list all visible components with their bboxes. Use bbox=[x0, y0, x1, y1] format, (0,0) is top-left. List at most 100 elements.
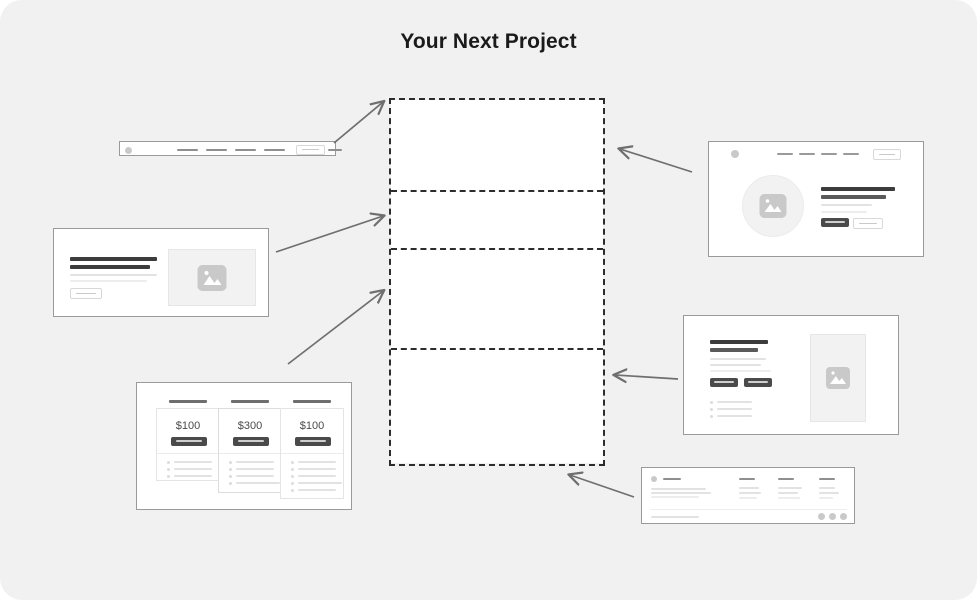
arrow-pricing-to-container bbox=[287, 291, 383, 365]
pricing-feature-bullet bbox=[291, 475, 294, 478]
footer-text-line bbox=[651, 496, 699, 498]
footer-link[interactable] bbox=[819, 497, 833, 499]
component-drop-area[interactable] bbox=[389, 98, 605, 466]
pricing-feature-line bbox=[236, 482, 280, 484]
footer-link[interactable] bbox=[819, 487, 835, 489]
page-title: Your Next Project bbox=[400, 30, 577, 53]
drop-slot-1[interactable] bbox=[391, 100, 603, 192]
footer-link[interactable] bbox=[739, 497, 757, 499]
layout-heading-line bbox=[821, 187, 895, 191]
footer-text-line bbox=[651, 492, 711, 494]
pricing-feature-line bbox=[174, 468, 212, 470]
feature-bullet bbox=[710, 415, 713, 418]
pricing-feature-line bbox=[298, 482, 342, 484]
layout-circular-image bbox=[742, 175, 804, 237]
arrow-navbar-to-container bbox=[333, 102, 383, 144]
pricing-feature-bullet bbox=[229, 461, 232, 464]
feature-image-placeholder bbox=[810, 334, 866, 422]
image-icon bbox=[197, 264, 227, 291]
feature-heading-line bbox=[710, 348, 758, 352]
navbar-menu-item[interactable] bbox=[264, 148, 285, 151]
pricing-tier-button[interactable] bbox=[295, 437, 331, 446]
pricing-tier-price: $300 bbox=[237, 420, 263, 432]
hero-heading-line bbox=[70, 257, 157, 261]
footer-column-heading bbox=[739, 478, 755, 480]
footer-link[interactable] bbox=[739, 492, 761, 494]
hero-cta-button[interactable] bbox=[70, 288, 102, 299]
feature-bullet-line bbox=[717, 401, 752, 403]
footer-social-icon[interactable] bbox=[840, 513, 847, 520]
footer-text-line bbox=[651, 488, 706, 490]
feature-paragraph-line bbox=[710, 364, 761, 366]
hero-paragraph-line bbox=[70, 274, 157, 276]
feature-heading-line bbox=[710, 340, 768, 344]
footer-divider bbox=[651, 509, 847, 510]
page-layout-component[interactable] bbox=[708, 141, 924, 257]
feature-hero-component[interactable] bbox=[683, 315, 899, 435]
pricing-feature-bullet bbox=[167, 468, 170, 471]
footer-link[interactable] bbox=[739, 487, 759, 489]
drop-slot-4[interactable] bbox=[391, 350, 603, 463]
footer-link[interactable] bbox=[819, 492, 839, 494]
pricing-divider bbox=[281, 453, 343, 454]
feature-primary-button[interactable] bbox=[710, 378, 738, 387]
pricing-tier-card-featured[interactable]: $300 bbox=[218, 408, 282, 493]
pricing-feature-line bbox=[236, 461, 274, 463]
hero-paragraph-line bbox=[70, 280, 147, 282]
layout-menu-item[interactable] bbox=[843, 153, 859, 155]
pricing-feature-line bbox=[298, 468, 336, 470]
pricing-feature-bullet bbox=[291, 461, 294, 464]
pricing-feature-line bbox=[298, 489, 336, 491]
layout-logo-icon bbox=[731, 150, 739, 158]
arrow-footer-to-container bbox=[570, 475, 635, 498]
navbar-component[interactable] bbox=[119, 141, 342, 156]
layout-primary-button[interactable] bbox=[821, 218, 849, 227]
footer-link[interactable] bbox=[778, 492, 798, 494]
pricing-tier-card[interactable]: $100 bbox=[156, 408, 220, 481]
pricing-feature-bullet bbox=[291, 468, 294, 471]
pricing-tier-button[interactable] bbox=[171, 437, 207, 446]
layout-heading-line bbox=[821, 195, 886, 199]
pricing-feature-bullet bbox=[167, 475, 170, 478]
pricing-feature-line bbox=[174, 475, 212, 477]
arrow-feature-to-container bbox=[615, 375, 679, 379]
footer-component[interactable] bbox=[641, 467, 855, 524]
layout-menu-item[interactable] bbox=[799, 153, 815, 155]
pricing-tier-button[interactable] bbox=[233, 437, 269, 446]
pricing-feature-line bbox=[174, 461, 212, 463]
footer-social-icon[interactable] bbox=[818, 513, 825, 520]
pricing-tier-card[interactable]: $100 bbox=[280, 408, 344, 499]
footer-link[interactable] bbox=[778, 497, 800, 499]
drop-slot-2[interactable] bbox=[391, 192, 603, 250]
pricing-feature-line bbox=[298, 461, 336, 463]
feature-paragraph-line bbox=[710, 370, 771, 372]
pricing-tier-price: $100 bbox=[299, 420, 325, 432]
layout-menu-item[interactable] bbox=[777, 153, 793, 155]
footer-social-icon[interactable] bbox=[829, 513, 836, 520]
layout-nav-button[interactable] bbox=[873, 149, 901, 160]
navbar-menu-item[interactable] bbox=[177, 148, 198, 151]
footer-copyright-line bbox=[651, 516, 699, 518]
footer-link[interactable] bbox=[778, 487, 802, 489]
drop-slot-3[interactable] bbox=[391, 250, 603, 350]
layout-secondary-button[interactable] bbox=[853, 218, 883, 229]
navbar-menu-item[interactable] bbox=[235, 148, 256, 151]
navbar-cta-button[interactable] bbox=[296, 145, 325, 155]
navbar-menu-item[interactable] bbox=[206, 148, 227, 151]
pricing-divider bbox=[157, 453, 219, 454]
pricing-feature-bullet bbox=[291, 489, 294, 492]
feature-secondary-button[interactable] bbox=[744, 378, 772, 387]
navbar-trailing-line bbox=[328, 148, 342, 151]
layout-menu-item[interactable] bbox=[821, 153, 837, 155]
arrow-layout-to-container bbox=[620, 149, 693, 173]
pricing-feature-line bbox=[298, 475, 336, 477]
hero-split-component[interactable] bbox=[53, 228, 269, 317]
layout-paragraph-line bbox=[821, 204, 872, 206]
footer-brand-line bbox=[663, 478, 681, 480]
pricing-feature-bullet bbox=[229, 475, 232, 478]
pricing-tier-title-bar bbox=[293, 400, 331, 403]
layout-paragraph-line bbox=[821, 211, 867, 213]
pricing-component[interactable]: $100 $300 bbox=[136, 382, 352, 510]
arrow-hero-to-container bbox=[275, 216, 383, 253]
pricing-tier-price: $100 bbox=[175, 420, 201, 432]
